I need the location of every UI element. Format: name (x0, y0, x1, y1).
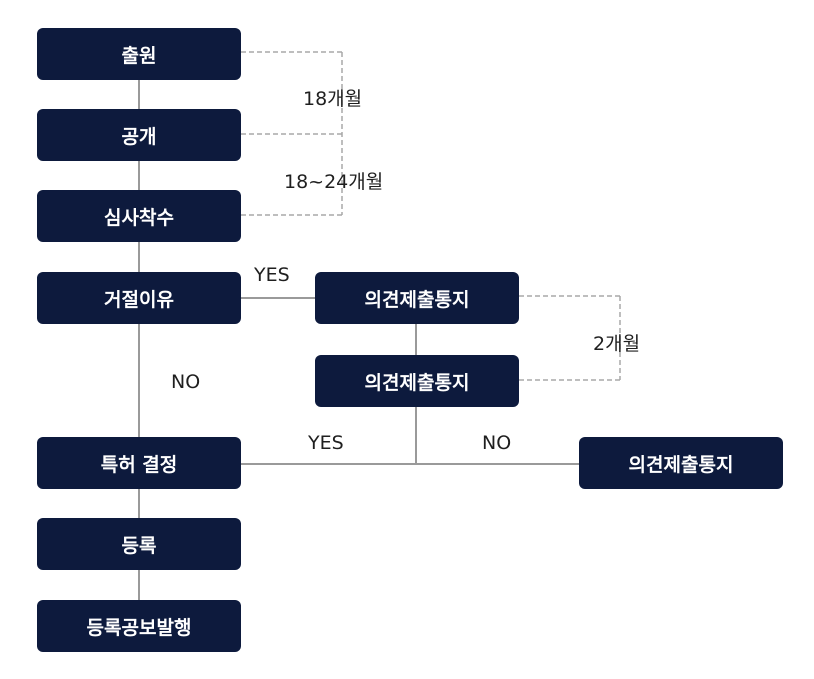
step-registration: 등록 (37, 518, 241, 570)
step-decision: 특허 결정 (37, 437, 241, 489)
opinion-notice-second: 의견제출통지 (315, 355, 519, 407)
period-bracket-right (519, 295, 621, 381)
label-no-rejection: NO (171, 371, 201, 393)
label-yes-decision: YES (308, 432, 344, 454)
label-18-24-months: 18~24개월 (284, 171, 384, 193)
label-no-decision: NO (482, 432, 512, 454)
opinion-notice-third: 의견제출통지 (579, 437, 783, 489)
step-publication: 공개 (37, 109, 241, 161)
step-reg-gazette: 등록공보발행 (37, 600, 241, 652)
label-18-months: 18개월 (303, 88, 363, 110)
label-yes-rejection: YES (254, 264, 290, 286)
step-exam-start: 심사착수 (37, 190, 241, 242)
opinion-notice-first: 의견제출통지 (315, 272, 519, 324)
step-rejection-reason: 거절이유 (37, 272, 241, 324)
label-2-months: 2개월 (593, 333, 641, 355)
period-bracket-left (241, 51, 343, 216)
step-filing: 출원 (37, 28, 241, 80)
